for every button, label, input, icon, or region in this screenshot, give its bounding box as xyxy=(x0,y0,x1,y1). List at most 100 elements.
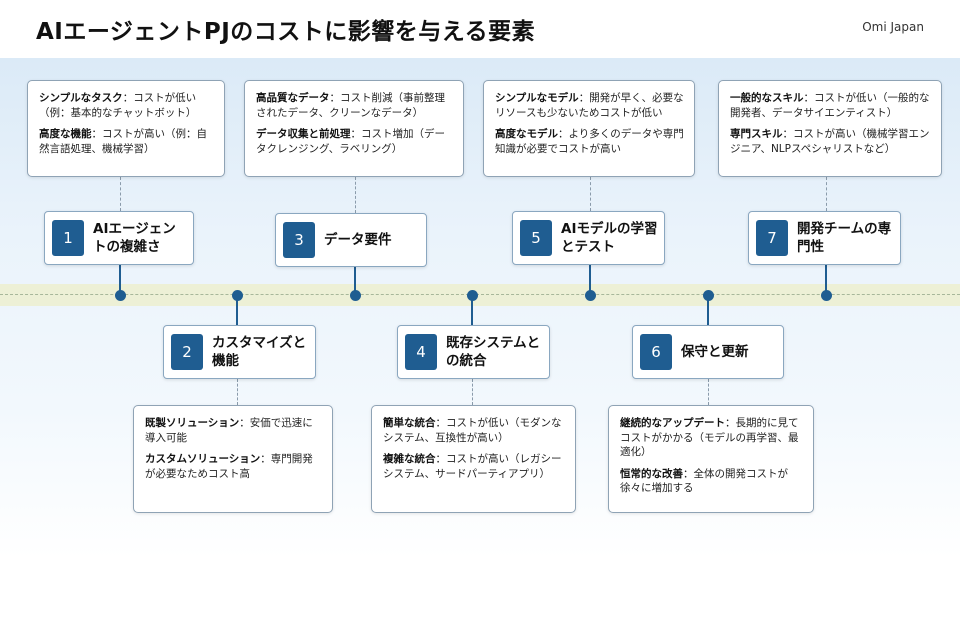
step-label: AIモデルの学習とテスト xyxy=(561,221,658,255)
card-connector xyxy=(355,177,356,213)
detail-key: 既製ソリューション xyxy=(145,417,240,429)
card-connector xyxy=(237,379,238,405)
step-number: 7 xyxy=(756,220,788,256)
detail-item: 高度なモデル：より多くのデータや専門知識が必要でコストが高い xyxy=(495,127,684,156)
detail-key: 高品質なデータ xyxy=(256,92,330,104)
timeline-dot xyxy=(114,290,126,301)
detail-text: コスト増加（データクレンジング、ラベリング） xyxy=(256,128,445,155)
detail-key: 複雑な統合 xyxy=(383,453,436,465)
detail-card: 簡単な統合：コストが低い（モダンなシステム、互換性が高い）複雑な統合：コストが高… xyxy=(371,405,576,513)
detail-key: データ収集と前処理 xyxy=(256,128,351,140)
header: AIエージェントPJのコストに影響を与える要素 Omi Japan xyxy=(0,0,960,58)
page-title: AIエージェントPJのコストに影響を与える要素 xyxy=(36,19,536,45)
detail-item: 継続的なアップデート：長期的に見てコストがかかる（モデルの再学習、最適化） xyxy=(620,416,803,460)
detail-card: シンプルなモデル：開発が早く、必要なリソースも少ないためコストが低い高度なモデル… xyxy=(483,80,695,177)
detail-separator: ： xyxy=(260,453,271,465)
detail-item: データ収集と前処理：コスト増加（データクレンジング、ラベリング） xyxy=(256,127,453,156)
detail-item: 複雑な統合：コストが高い（レガシーシステム、サードパーティアプリ） xyxy=(383,452,565,481)
step-connector xyxy=(236,296,238,325)
detail-text: コストが高い（例：自然言語処理、機械学習） xyxy=(39,128,207,155)
step-number: 2 xyxy=(171,334,203,370)
detail-key: 継続的なアップデート xyxy=(620,417,725,429)
detail-text: コスト削減（事前整理されたデータ、クリーンなデータ） xyxy=(256,92,445,119)
detail-card: 一般的なスキル：コストが低い（一般的な開発者、データサイエンティスト）専門スキル… xyxy=(718,80,942,177)
step-connector xyxy=(119,265,121,296)
step-box: 5 AIモデルの学習とテスト xyxy=(512,211,665,265)
detail-card: 高品質なデータ：コスト削減（事前整理されたデータ、クリーンなデータ） データ収集と… xyxy=(244,80,464,177)
detail-separator: ： xyxy=(803,92,815,104)
detail-separator: ： xyxy=(725,417,736,429)
step-number: 6 xyxy=(640,334,672,370)
detail-item: 高度な機能：コストが高い（例：自然言語処理、機械学習） xyxy=(39,127,214,156)
detail-item: 高品質なデータ：コスト削減（事前整理されたデータ、クリーンなデータ） xyxy=(256,91,453,120)
detail-item: 専門スキル：コストが高い（機械学習エンジニア、NLPスペシャリストなど） xyxy=(730,127,931,156)
detail-text: コストが高い（機械学習エンジニア、NLPスペシャリストなど） xyxy=(730,128,930,155)
detail-key: 恒常的な改善 xyxy=(620,467,683,480)
detail-text: 専門開発が必要なためコスト高 xyxy=(145,453,313,480)
step-number: 5 xyxy=(520,220,552,256)
detail-key: 簡単な統合 xyxy=(383,417,436,429)
detail-item: シンプルなモデル：開発が早く、必要なリソースも少ないためコストが低い xyxy=(495,91,684,120)
detail-key: シンプルなモデル xyxy=(495,92,579,104)
step-connector xyxy=(825,265,827,296)
timeline-dot xyxy=(349,290,361,301)
timeline-dot xyxy=(231,290,243,301)
step-box: 1 AIエージェントの複雑さ xyxy=(44,211,194,265)
step-number: 3 xyxy=(283,222,315,258)
detail-item: シンプルなタスク：コストが低い（例：基本的なチャットボット） xyxy=(39,91,214,120)
timeline-dot xyxy=(466,290,478,301)
detail-separator: ： xyxy=(435,417,447,429)
detail-separator: ： xyxy=(558,128,569,140)
step-box: 4 既存システムとの統合 xyxy=(397,325,550,379)
timeline-strip xyxy=(0,284,960,306)
detail-separator: ： xyxy=(239,417,250,429)
step-label: 既存システムとの統合 xyxy=(446,335,541,369)
detail-key: 高度なモデル xyxy=(495,128,558,140)
detail-text: コストが低い（モダンなシステム、互換性が高い） xyxy=(383,417,562,444)
card-connector xyxy=(826,177,827,211)
detail-separator: ： xyxy=(329,92,341,104)
step-label: データ要件 xyxy=(324,232,392,248)
detail-text: コストが低い（例：基本的なチャットボット） xyxy=(39,92,197,119)
card-connector xyxy=(708,379,709,405)
detail-card: 継続的なアップデート：長期的に見てコストがかかる（モデルの再学習、最適化） 恒常的… xyxy=(608,405,814,513)
step-box: 6 保守と更新 xyxy=(632,325,784,379)
step-number: 4 xyxy=(405,334,437,370)
card-connector xyxy=(472,379,473,405)
detail-separator: ： xyxy=(782,128,794,140)
detail-item: 簡単な統合：コストが低い（モダンなシステム、互換性が高い） xyxy=(383,416,565,445)
step-label: AIエージェントの複雑さ xyxy=(93,221,176,255)
detail-separator: ： xyxy=(435,453,447,465)
detail-key: 高度な機能 xyxy=(39,128,92,140)
step-label: カスタマイズと機能 xyxy=(212,335,307,369)
detail-text: 長期的に見てコストがかかる（モデルの再学習、最適化） xyxy=(620,417,799,458)
detail-key: シンプルなタスク xyxy=(39,92,123,104)
detail-card: シンプルなタスク：コストが低い（例：基本的なチャットボット）高度な機能：コストが… xyxy=(27,80,225,177)
timeline-dot xyxy=(584,290,596,301)
step-connector xyxy=(354,267,356,296)
step-box: 7 開発チームの専門性 xyxy=(748,211,901,265)
step-number: 1 xyxy=(52,220,84,256)
step-connector xyxy=(707,296,709,325)
step-box: 2 カスタマイズと機能 xyxy=(163,325,316,379)
detail-key: 一般的なスキル xyxy=(730,92,804,104)
step-label: 保守と更新 xyxy=(681,344,749,360)
step-label: 開発チームの専門性 xyxy=(797,221,892,255)
step-connector xyxy=(589,265,591,296)
detail-text: 開発が早く、必要なリソースも少ないためコストが低い xyxy=(495,92,684,119)
detail-item: カスタムソリューション：専門開発が必要なためコスト高 xyxy=(145,452,322,481)
detail-text: 安価で迅速に導入可能 xyxy=(145,417,313,444)
detail-card: 既製ソリューション：安価で迅速に導入可能カスタムソリューション：専門開発が必要な… xyxy=(133,405,333,513)
detail-separator: ： xyxy=(122,92,134,104)
detail-separator: ： xyxy=(578,92,590,104)
card-connector xyxy=(120,177,121,211)
detail-text: 全体の開発コストが徐々に増加する xyxy=(620,467,788,495)
detail-item: 一般的なスキル：コストが低い（一般的な開発者、データサイエンティスト） xyxy=(730,91,931,120)
card-connector xyxy=(590,177,591,211)
detail-text: コストが高い（レガシーシステム、サードパーティアプリ） xyxy=(383,453,562,480)
detail-key: カスタムソリューション xyxy=(145,453,261,465)
detail-separator: ： xyxy=(91,128,103,140)
detail-item: 既製ソリューション：安価で迅速に導入可能 xyxy=(145,416,322,445)
detail-text: コストが低い（一般的な開発者、データサイエンティスト） xyxy=(730,92,930,119)
